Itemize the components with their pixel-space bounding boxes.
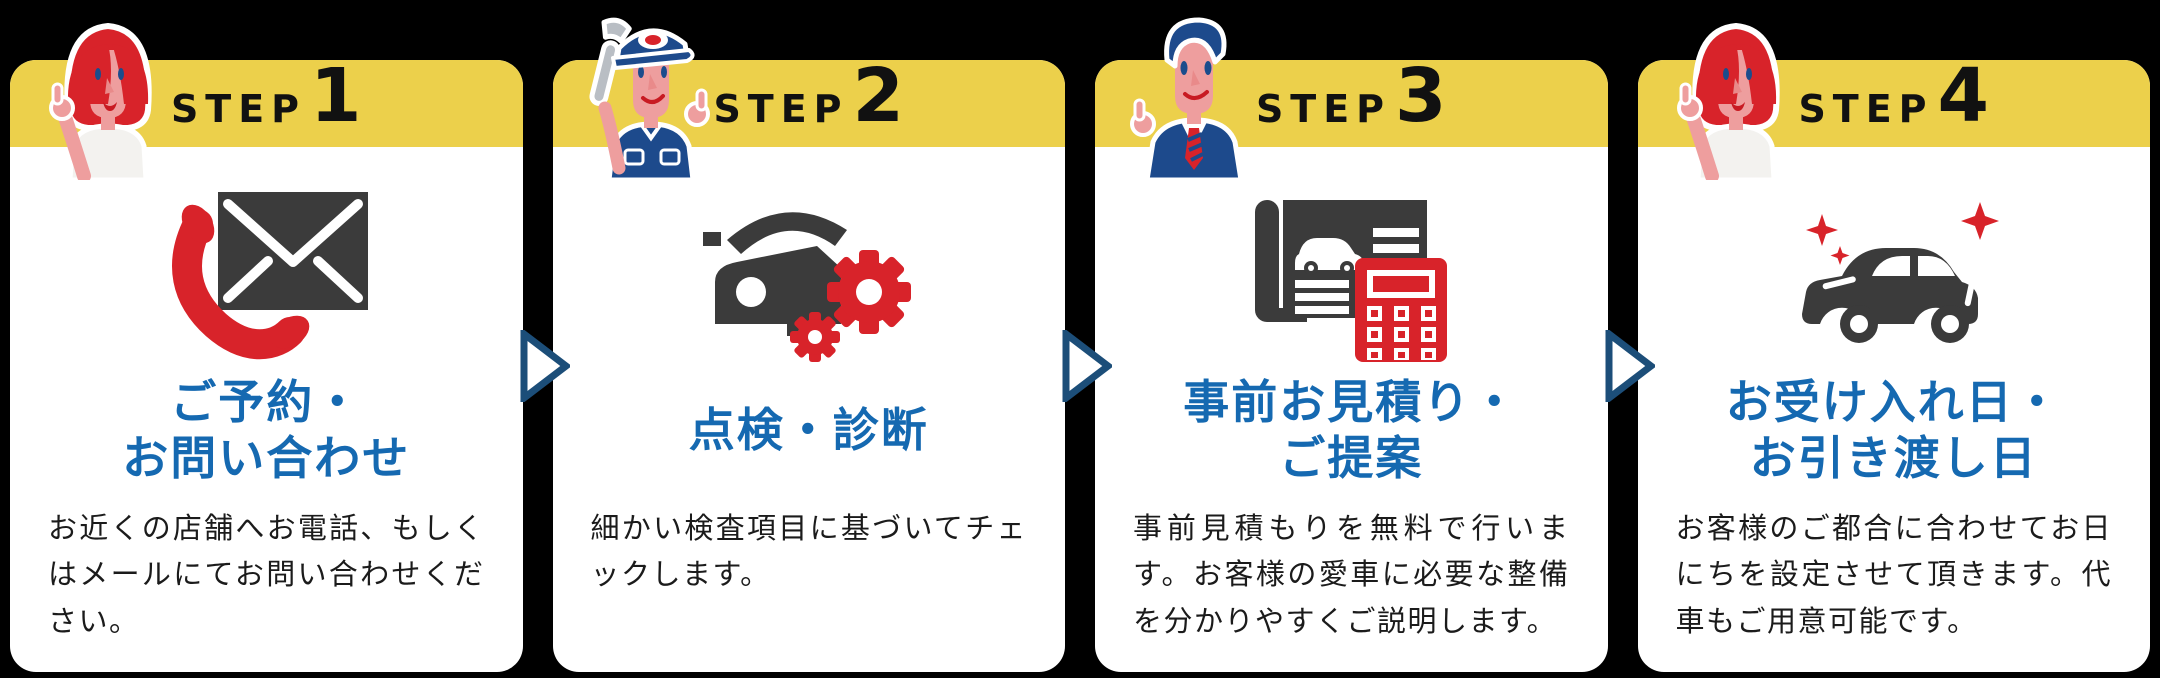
step-header: STEP 3 [1095, 52, 1608, 147]
step-number: 4 [1937, 52, 1990, 139]
step-header: STEP 4 [1637, 52, 2150, 147]
step-title: 点検・診断 [553, 371, 1066, 489]
step-label: STEP [170, 86, 307, 131]
step-header: STEP 1 [10, 52, 523, 147]
step-icon-wrap [1095, 169, 1608, 369]
step-card: STEP 4 お受け入れ日・お引き渡し日 お客様のご都合に合わせてお日にちを設定… [1637, 52, 2151, 672]
step-description: お近くの店舗へお電話、もしくはメールにてお問い合わせください。 [48, 511, 485, 638]
step-number: 3 [1395, 52, 1447, 139]
step-title-line: お受け入れ日・ [1725, 374, 2062, 429]
step-title: お受け入れ日・お引き渡し日 [1638, 371, 2151, 489]
step-number: 1 [310, 52, 362, 139]
step-card: STEP 3 事前お見積り・ご提案 事前見積もりを無料で行います。お客様の愛車に… [1095, 52, 1655, 672]
step-label: STEP [713, 86, 849, 131]
car-gears-icon [689, 174, 929, 364]
step-label: STEP [1798, 86, 1934, 131]
step-title: ご予約・お問い合わせ [10, 371, 523, 489]
step-title-line: ご提案 [1279, 431, 1424, 485]
step-description: 細かい検査項目に基づいてチェックします。 [590, 511, 1027, 592]
shiny-car-icon [1774, 174, 2014, 364]
next-step-arrow-icon [520, 330, 570, 402]
step-title-line: お引き渡し日 [1749, 431, 2038, 485]
step-title-line: お問い合わせ [122, 431, 411, 485]
step-description: 事前見積もりを無料で行います。お客様の愛車に必要な整備を分かりやすくご説明します… [1133, 511, 1570, 638]
phone-mail-icon [146, 174, 386, 364]
step-card: STEP 1 ご予約・お問い合わせ お近くの店舗へお電話、もしくはメールにてお問… [10, 52, 570, 672]
step-card: STEP 2 点検・診断 細かい検査項目に基づいてチェックします。 [552, 52, 1112, 672]
next-step-arrow-icon [1062, 330, 1112, 402]
step-icon-wrap [1638, 169, 2151, 369]
step-description: お客様のご都合に合わせてお日にちを設定させて頂きます。代車もご用意可能です。 [1675, 511, 2112, 638]
step-header: STEP 2 [552, 52, 1065, 147]
step-icon-wrap [10, 169, 523, 369]
step-title-line: 点検・診断 [688, 402, 929, 457]
step-title: 事前お見積り・ご提案 [1095, 371, 1608, 489]
step-icon-wrap [553, 169, 1066, 369]
step-number: 2 [852, 52, 905, 139]
next-step-arrow-icon [1605, 330, 1655, 402]
step-title-line: 事前お見積り・ [1183, 374, 1520, 429]
estimate-calculator-icon [1231, 174, 1471, 364]
step-title-line: ご予約・ [170, 374, 363, 429]
step-label: STEP [1255, 86, 1392, 131]
